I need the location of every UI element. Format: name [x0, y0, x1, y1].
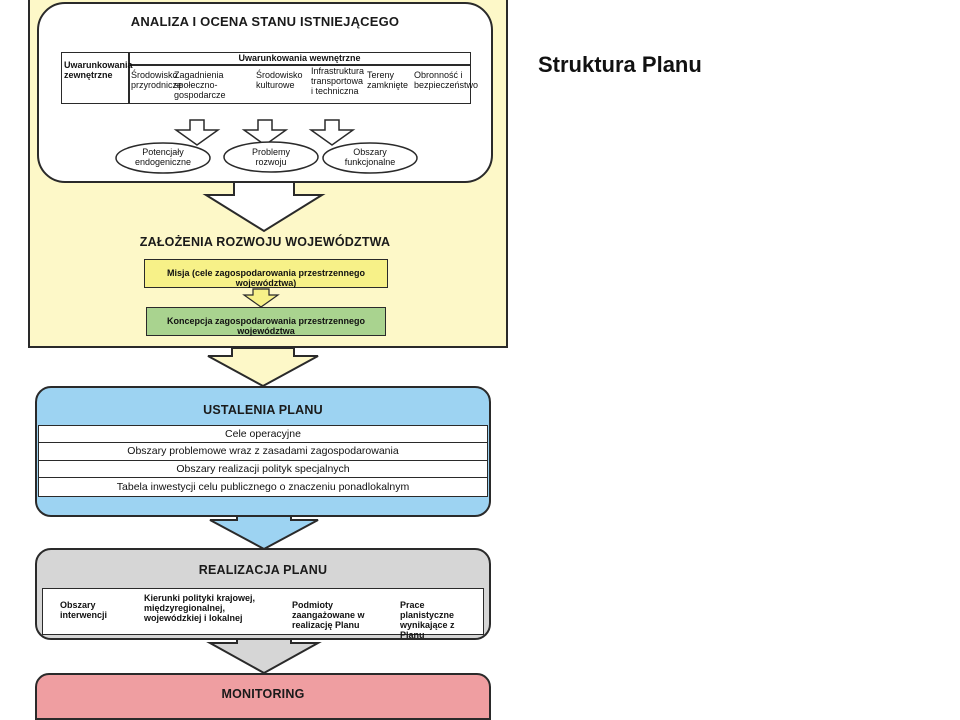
ustalenia-title: USTALENIA PLANU	[203, 403, 323, 417]
mission-box	[144, 259, 388, 288]
ustalenia-row: Cele operacyjne	[225, 428, 301, 440]
realizacja-table	[42, 588, 484, 635]
internal-col-infrastructure: Infrastruktura transportowa i techniczna	[311, 66, 365, 96]
slide-title: Struktura Planu	[538, 52, 702, 77]
converging-arrows	[173, 119, 356, 146]
realizacja-title: REALIZACJA PLANU	[198, 563, 328, 577]
analysis-title: ANALIZA I OCENA STANU ISTNIEJĄCEGO	[130, 14, 400, 29]
realizacja-col-planning-works: Prace planistyczne wynikające z Planu	[400, 600, 455, 640]
internal-conditions-header: Uwarunkowania wewnętrzne	[238, 53, 361, 63]
ustalenia-row-line-3	[38, 477, 488, 478]
diagram-shapes	[115, 119, 418, 675]
monitoring-title: MONITORING	[221, 687, 305, 701]
monitoring-box	[35, 673, 491, 720]
concept-box	[146, 307, 386, 336]
mission-label: Misja (cele zagospodarowania przestrzenn…	[166, 268, 366, 288]
ustalenia-row: Obszary problemowe wraz z zasadami zagos…	[127, 445, 399, 457]
conditions-divider	[128, 52, 130, 104]
ustalenia-row-line-2	[38, 460, 488, 461]
arrow-analysis-to-assumptions	[202, 181, 326, 233]
arrow-to-monitoring	[206, 637, 322, 675]
arrow-mission-to-concept	[242, 288, 280, 308]
internal-col-socioeconomic: Zagadnienia społeczno-gospodarcze	[174, 70, 226, 100]
arrow-to-ustalenia	[207, 347, 319, 388]
concept-label: Koncepcja zagospodarowania przestrzenneg…	[166, 316, 366, 336]
realizacja-col-policy: Kierunki polityki krajowej, międzyregion…	[144, 593, 256, 623]
oval-problems	[223, 141, 319, 173]
realizacja-col-intervention: Obszary interwencji	[60, 600, 108, 620]
ustalenia-table	[38, 425, 488, 497]
internal-col-closed-areas: Tereny zamknięte	[367, 70, 409, 90]
external-conditions-cell: Uwarunkowania zewnętrzne	[64, 60, 133, 80]
arrow-to-realizacja	[209, 514, 319, 551]
internal-col-defence: Obronność i bezpieczeństwo	[414, 70, 479, 90]
oval-functional-areas-label: Obszary funkcjonalne	[344, 147, 396, 167]
internal-col-nature: Środowisko przyrodnicze	[131, 70, 183, 90]
conditions-header-line	[128, 64, 471, 66]
oval-functional-areas	[322, 142, 418, 174]
oval-problems-label: Problemy rozwoju	[251, 147, 290, 167]
oval-potentials	[115, 142, 211, 174]
internal-col-culture: Środowisko kulturowe	[256, 70, 303, 90]
ustalenia-row-line-1	[38, 442, 488, 443]
assumptions-title: ZAŁOŻENIA ROZWOJU WOJEWÓDZTWA	[139, 235, 391, 249]
ustalenia-row: Tabela inwestycji celu publicznego o zna…	[116, 481, 410, 493]
realizacja-col-actors: Podmioty zaangażowane w realizację Planu	[292, 600, 365, 630]
ustalenia-row: Obszary realizacji polityk specjalnych	[176, 463, 350, 475]
oval-potentials-label: Potencjały endogeniczne	[134, 147, 192, 167]
